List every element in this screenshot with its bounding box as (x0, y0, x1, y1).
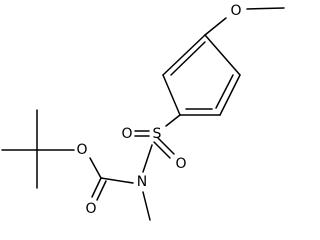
bond-nitrogen-methyl (142, 191, 151, 221)
ring-inner-bond-2 (215, 74, 234, 109)
chemical-structure: O S O O N O O (1, 3, 285, 221)
ring-bond-4 (162, 74, 181, 116)
bond-sulfur-nitrogen (142, 144, 153, 173)
bond-ring-sulfur (165, 114, 181, 127)
atom-oxygen-methoxy: O (230, 3, 241, 19)
bond-methoxy-methyl (246, 7, 285, 10)
ring-bond-5 (162, 34, 206, 76)
bond-sulfur-oxygen-right-a (153, 141, 171, 159)
ring-inner-bond-1 (170, 41, 206, 76)
atom-oxygen-carbonyl: O (85, 201, 96, 217)
bond-carbonyl-oxygen-b (96, 180, 107, 201)
bond-carbonyl-ester-oxygen (89, 157, 102, 179)
atom-oxygen-ester: O (76, 142, 87, 158)
atom-nitrogen: N (137, 174, 147, 190)
atom-oxygen-sulfonyl-left: O (121, 126, 132, 142)
atom-sulfur: S (153, 126, 162, 142)
bond-nitrogen-carbonyl (100, 177, 134, 184)
bond-sulfur-oxygen-right-b (157, 137, 175, 155)
ring-bond-2 (219, 74, 241, 116)
atom-oxygen-sulfonyl-right: O (175, 156, 186, 172)
bond-methoxy-ring (204, 17, 227, 36)
bond-carbonyl-oxygen-a (91, 177, 102, 198)
ring-bond-1 (204, 34, 241, 76)
